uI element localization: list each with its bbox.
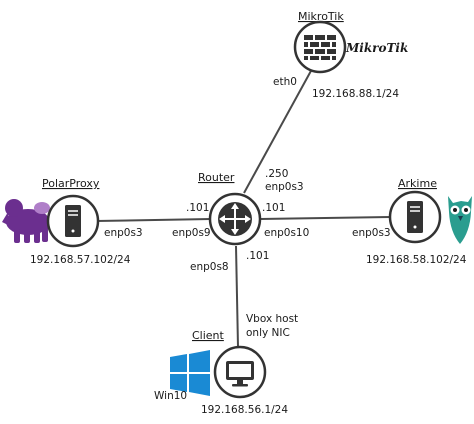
mikrotik-logo: MikroTik [345,41,408,55]
windows-logo-icon [170,350,210,396]
node-polarproxy[interactable]: PolarProxy enp0s3 192.168.57.102/24 [2,177,143,266]
mikrotik-node-circle [293,20,347,74]
client-link-note-2: only NIC [246,327,290,339]
router-icon [218,202,252,236]
links [95,68,393,348]
node-router[interactable]: Router .250 enp0s3 .101 enp0s9 .101 enp0… [172,168,309,273]
link-router-client [235,245,239,348]
router-top-iface: enp0s3 [265,181,304,193]
client-title: Client [192,329,225,342]
polar-bear-icon [2,199,50,243]
polarproxy-iface-label: enp0s3 [104,227,143,239]
router-left-octet: .101 [186,202,209,214]
link-router-arkime [259,216,393,220]
router-bottom-octet: .101 [246,250,269,262]
client-link-note-1: Vbox host [246,313,298,325]
polarproxy-ip: 192.168.57.102/24 [30,254,131,266]
monitor-icon [226,361,254,387]
polarproxy-title: PolarProxy [42,177,100,190]
router-right-iface: enp0s10 [264,227,309,239]
link-router-mikrotik [243,68,313,194]
mikrotik-ip: 192.168.88.1/24 [312,88,399,100]
router-title: Router [198,171,235,184]
mikrotik-title: MikroTik [298,10,344,23]
server-icon [407,201,423,233]
node-arkime[interactable]: Arkime enp0s3 192.168.58.102/24 [352,177,472,266]
server-icon [65,205,81,237]
arkime-title: Arkime [398,177,437,190]
owl-icon [448,196,472,244]
firewall-icon [304,35,336,60]
router-bottom-iface: enp0s8 [190,261,229,273]
client-os-label: Win10 [154,390,187,402]
mikrotik-iface-label: eth0 [273,76,297,88]
arkime-iface-label: enp0s3 [352,227,391,239]
router-right-octet: .101 [262,202,285,214]
arkime-ip: 192.168.58.102/24 [366,254,467,266]
link-router-polarproxy [95,218,212,222]
router-top-octet: .250 [265,168,288,180]
node-client[interactable]: Client Vbox host only NIC Win10 192.168.… [154,313,298,416]
router-left-iface: enp0s9 [172,227,211,239]
node-mikrotik[interactable]: MikroTik MikroTik eth0 192.168.88.1/24 [273,10,408,100]
client-ip: 192.168.56.1/24 [201,404,288,416]
